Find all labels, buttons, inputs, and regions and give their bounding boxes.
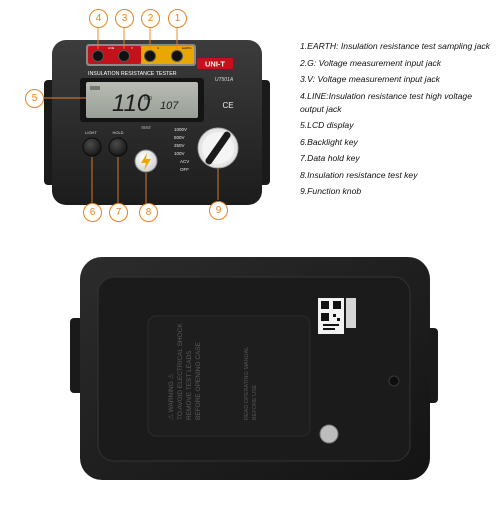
brand-badge (197, 58, 233, 69)
jack-label-line: LINE (108, 46, 114, 50)
range-250v: 250V (174, 143, 185, 148)
range-500v: 500V (174, 135, 185, 140)
panel-title: INSULATION RESISTANCE TESTER (88, 71, 177, 77)
legend-item-hold: 7.Data hold key (300, 153, 360, 163)
rear-warning-line-2: TO AVOID ELECTRICAL SHOCK (177, 323, 184, 420)
legend-item-v: 3.V: Voltage measurement input jack (300, 74, 440, 84)
callout-badge-1: 1 (168, 9, 187, 28)
ce-mark: CE (222, 101, 233, 110)
callout-badge-8: 8 (139, 203, 158, 222)
light-key-label: LIGHT (85, 130, 97, 135)
rear-screw (388, 375, 400, 387)
legend-item-line: 4.LINE:Insulation resistance test high v… (300, 90, 472, 114)
rear-warning-line-1: ⚠ WARNING ⚠ (167, 373, 175, 420)
test-key-label: TEST (141, 125, 152, 130)
jack-label-earth: EARTH (182, 46, 191, 50)
rear-view: ⚠ WARNING ⚠ TO AVOID ELECTRICAL SHOCK RE… (70, 257, 438, 480)
model-name: UT501A (215, 77, 234, 83)
callout-badge-4: 4 (89, 9, 108, 28)
rear-warning-text: ⚠ WARNING ⚠ TO AVOID ELECTRICAL SHOCK RE… (167, 323, 202, 420)
legend-item-g: 2.G: Voltage measurement input jack (300, 57, 442, 68)
range-100v: 100V (174, 151, 185, 156)
warning-panel (147, 315, 311, 437)
callout-leaders (42, 26, 219, 203)
lcd-sub-reading: 107 (160, 100, 179, 112)
lightning-icon (141, 153, 151, 170)
rear-warning-line-3: REMOVE TEST LEADS (186, 350, 193, 420)
certification-mark (319, 424, 339, 444)
lcd-unit: MΩ (144, 96, 152, 102)
callout-badge-6: 6 (83, 203, 102, 222)
brand-logo: UNI-T (205, 59, 225, 68)
callout-badge-5: 5 (25, 89, 44, 108)
legend-item-knob: 9.Function knob (300, 186, 362, 196)
legend-item-backlight: 6.Backlight key (300, 136, 358, 147)
lcd-main-reading: 110 (112, 90, 151, 117)
qr-code-icon (321, 301, 341, 330)
callout-badge-7: 7 (109, 203, 128, 222)
legend-item-lcd: 5.LCD display (300, 120, 354, 130)
range-acv: ACV (180, 159, 189, 164)
callout-badge-2: 2 (141, 9, 160, 28)
rear-manual-line-1: READ OPERATING MANUAL (244, 347, 250, 420)
rear-manual-line-2: BEFORE USE (252, 384, 258, 420)
light-key[interactable] (82, 137, 102, 157)
hold-key[interactable] (108, 137, 128, 157)
knob-grip (205, 131, 231, 165)
callout-badge-3: 3 (115, 9, 134, 28)
front-view: LINE V G EARTH UNI-T INSULATION RESISTAN… (44, 40, 270, 205)
jack-label-v: V (131, 46, 133, 50)
legend-item-test: 8.Insulation resistance test key (300, 169, 418, 180)
knob-range-labels: 1000V 500V 250V 100V ACV OFF (174, 127, 189, 172)
range-1000v: 1000V (174, 127, 187, 132)
spec-sticker (346, 298, 356, 328)
rear-manual-text: READ OPERATING MANUAL BEFORE USE (244, 347, 258, 420)
callout-badge-9: 9 (209, 201, 228, 220)
rear-warning-line-4: BEFORE OPENING CASE (195, 341, 202, 420)
lcd-indicator (90, 86, 100, 90)
lcd-display (86, 82, 198, 118)
g-jack[interactable] (144, 50, 156, 62)
earth-jack[interactable] (171, 50, 183, 62)
line-jack[interactable] (92, 50, 104, 62)
feature-legend: 1.EARTH: Insulation resistance test samp… (300, 40, 496, 202)
v-jack[interactable] (118, 50, 130, 62)
range-off: OFF (180, 167, 189, 172)
jack-label-g: G (157, 46, 159, 50)
legend-item-earth: 1.EARTH: Insulation resistance test samp… (300, 41, 490, 51)
hold-key-label: HOLD (112, 130, 123, 135)
